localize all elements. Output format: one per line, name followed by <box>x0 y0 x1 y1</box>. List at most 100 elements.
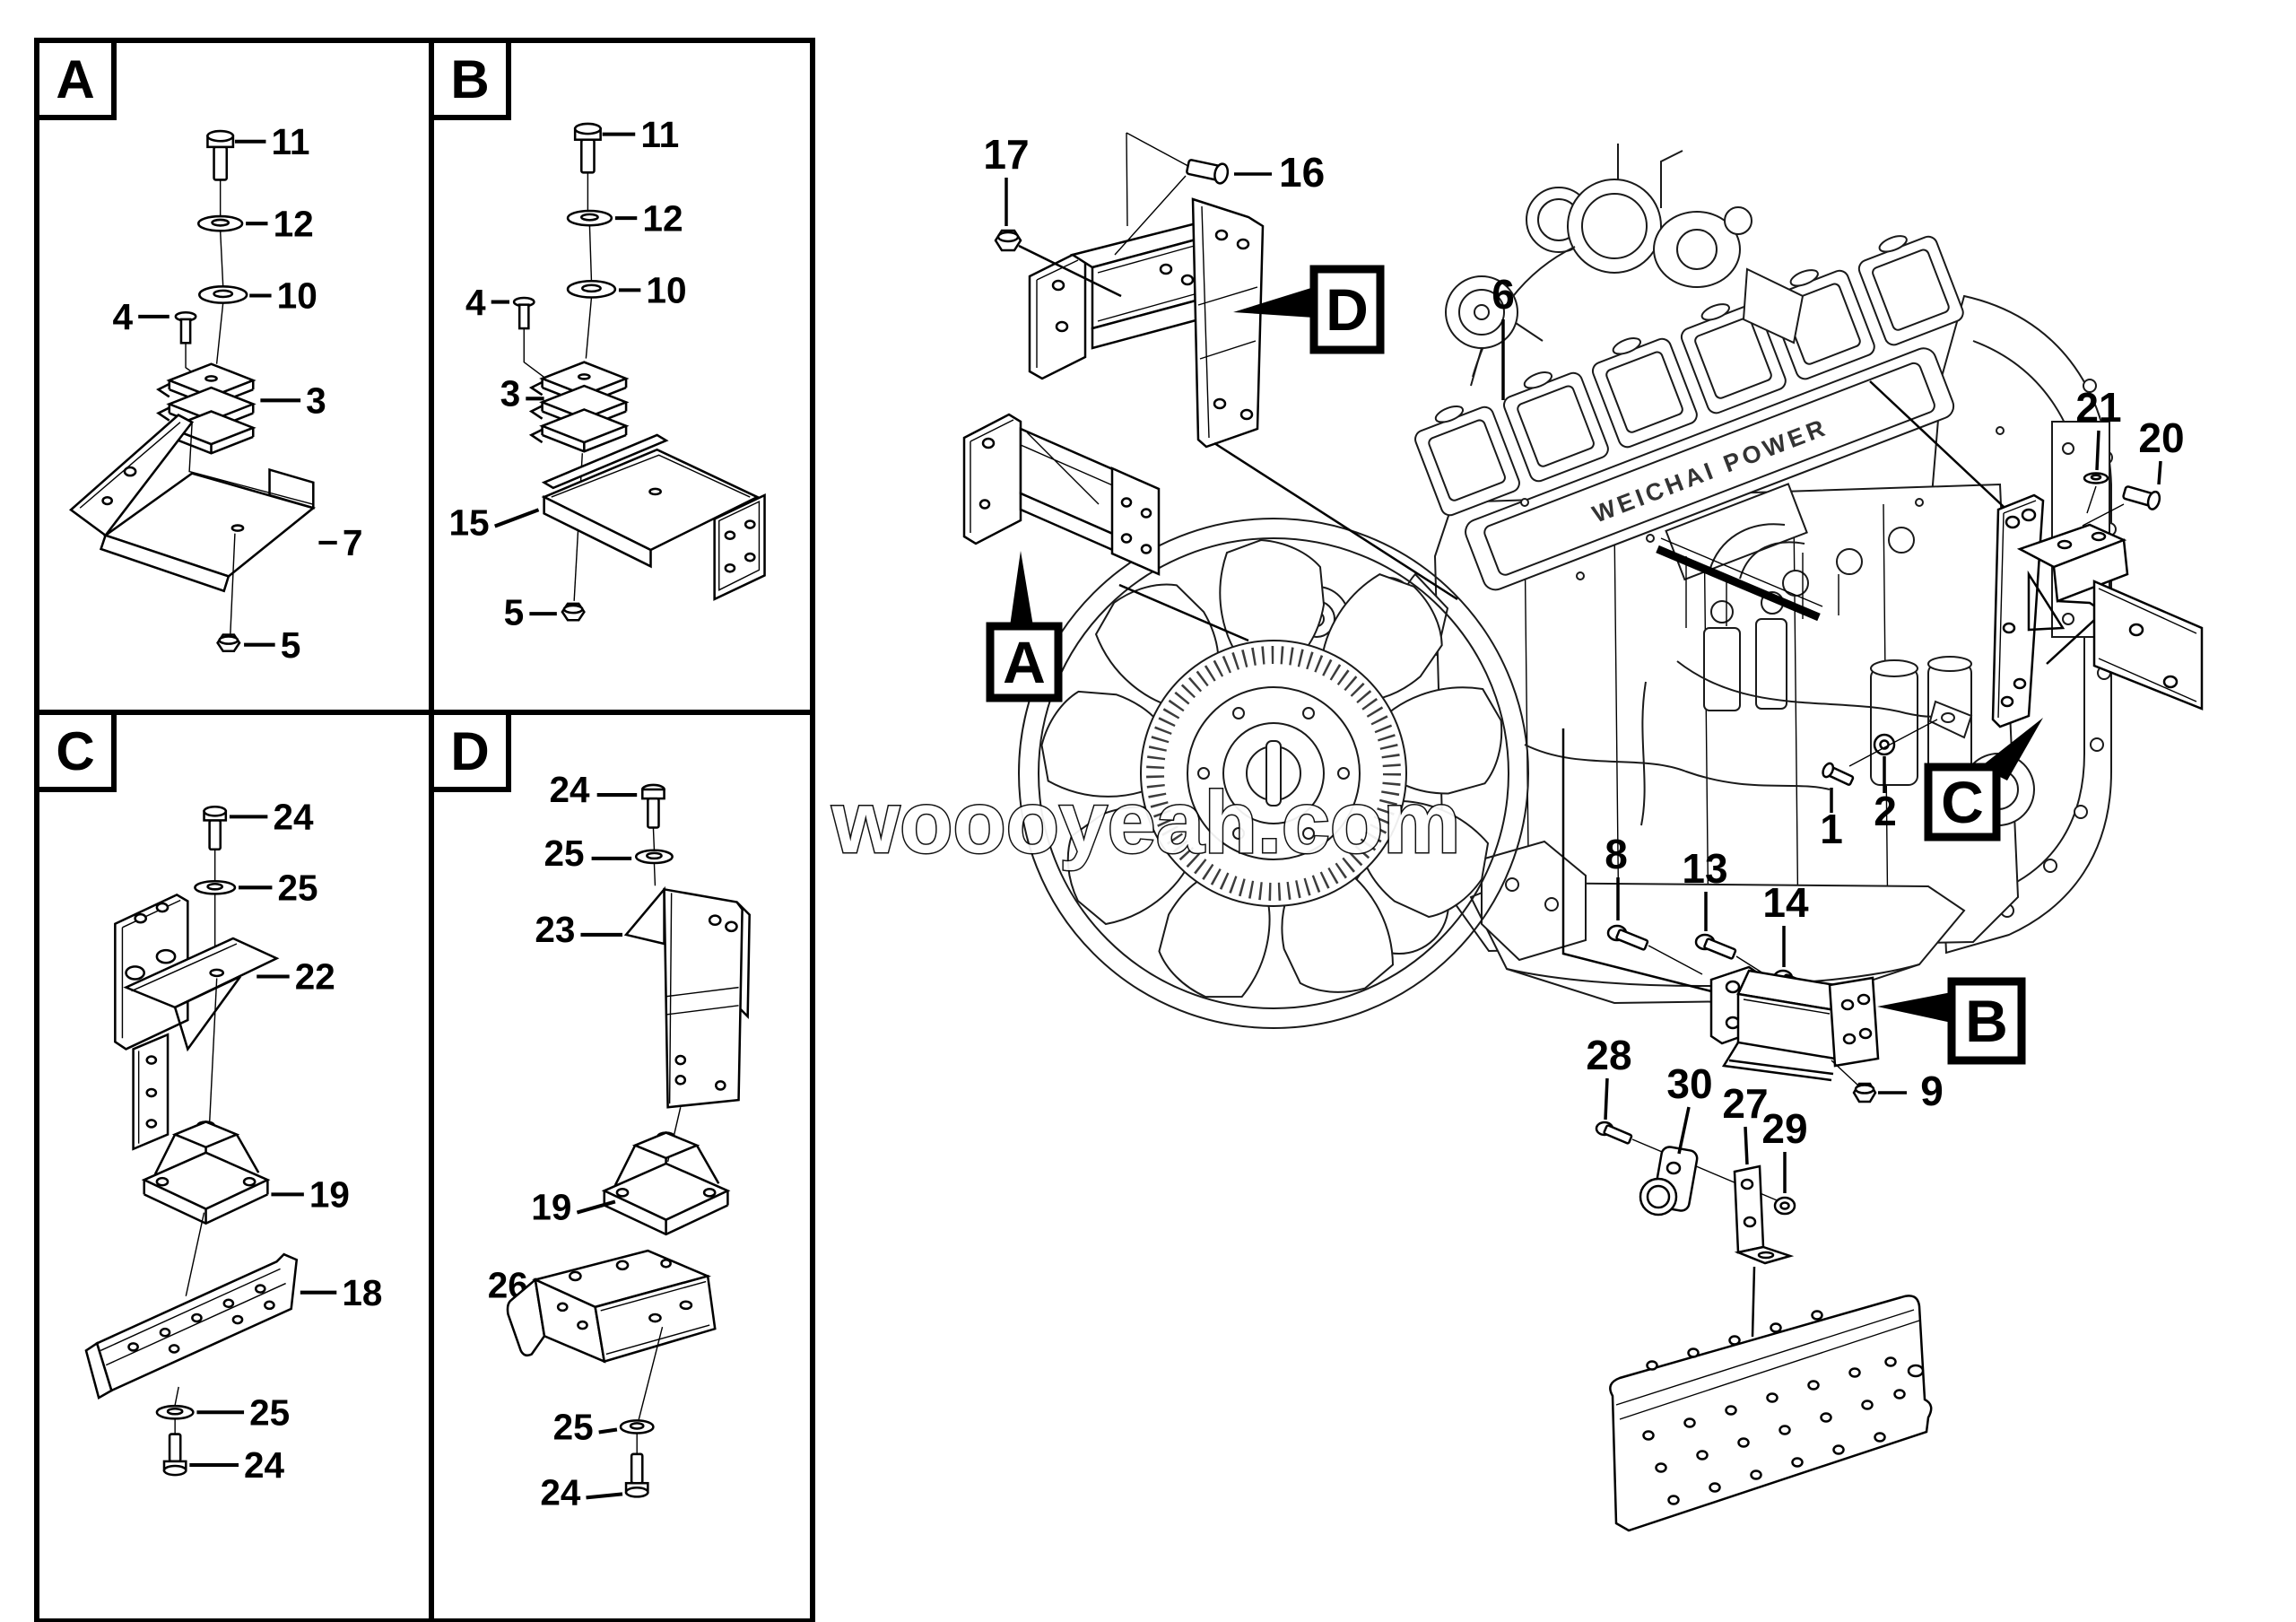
bracket-26-drawing <box>506 1249 717 1364</box>
watermark-text: woooyeah.com <box>831 773 1461 871</box>
part-label: 3 <box>500 372 521 414</box>
bracket-22-drawing <box>114 893 280 1151</box>
part-label: 24 <box>244 1444 285 1486</box>
washer-25-drawing <box>634 849 674 865</box>
bracket-7-drawing <box>68 414 317 593</box>
part-label: 30 <box>1666 1060 1712 1107</box>
detail-panel-a: A 11 12 4 <box>34 38 445 726</box>
perforated-plate-drawing <box>1609 1295 1933 1532</box>
panel-b-letter: B <box>450 48 490 109</box>
rubber-mount-19-drawing <box>601 1131 731 1236</box>
panel-c-letter-box: C <box>34 710 117 792</box>
part-label: 9 <box>1920 1068 1944 1114</box>
detail-panel-c: C 24 25 <box>34 710 445 1622</box>
part-label: 14 <box>1762 879 1809 926</box>
rubber-mount-3-drawing <box>156 362 257 455</box>
part-label: 8 <box>1605 831 1628 877</box>
nut-5-drawing <box>561 602 586 622</box>
rubber-mount-19-drawing <box>141 1121 271 1225</box>
bracket-a-assembly-drawing <box>962 413 1249 642</box>
part-label: 4 <box>113 296 134 337</box>
part-label: 24 <box>540 1471 581 1513</box>
part-label: 21 <box>2075 384 2121 431</box>
panel-b-letter-box: B <box>429 38 511 120</box>
part-label: 24 <box>550 769 591 810</box>
panel-c-letter: C <box>56 720 95 781</box>
bolt-24-lower-drawing <box>162 1433 187 1477</box>
callout-d: D <box>1233 265 1385 354</box>
washer-21-drawing <box>2083 472 2109 484</box>
part-label: 10 <box>277 275 317 317</box>
part-label: 17 <box>983 131 1029 178</box>
bracket-b-assembly-drawing <box>1561 728 1880 1103</box>
bolt-24-drawing <box>203 805 228 881</box>
part-label: 16 <box>1279 149 1325 196</box>
panel-d-drawing: 24 25 23 <box>488 769 751 1513</box>
washer-12-drawing <box>197 214 244 232</box>
bolt-8-drawing <box>1606 924 1649 951</box>
rubber-mount-3-drawing <box>528 361 630 453</box>
part-label: 5 <box>281 624 301 666</box>
washer-25-drawing <box>194 879 237 895</box>
part-label: 20 <box>2138 414 2184 461</box>
part-label: 18 <box>342 1272 382 1313</box>
callout-b-letter: B <box>1965 988 2008 1054</box>
bolt-4-drawing <box>512 296 547 379</box>
part-label: 19 <box>531 1187 571 1228</box>
panel-a-letter-box: A <box>34 38 117 120</box>
callout-c: C <box>1924 718 2043 842</box>
nut-5-drawing <box>216 633 241 653</box>
part-label: 5 <box>504 591 525 632</box>
part-label: 19 <box>309 1174 350 1216</box>
panel-a-drawing: 11 12 4 10 <box>68 121 363 666</box>
callout-c-letter: C <box>1941 769 1984 835</box>
part-label: 25 <box>278 867 318 908</box>
bracket-c-assembly-drawing <box>1869 380 2204 728</box>
detail-panel-d: D 24 25 23 <box>429 710 815 1622</box>
washer-25-lower-drawing <box>619 1419 655 1435</box>
heat-shield-group-drawing <box>1595 1121 1933 1532</box>
washer-29-drawing <box>1773 1196 1796 1216</box>
part-label: 28 <box>1586 1032 1631 1078</box>
part-label: 11 <box>272 121 310 162</box>
callout-b: B <box>1877 977 2026 1065</box>
part-label: 24 <box>273 797 314 838</box>
part-label: 7 <box>343 522 363 563</box>
bolt-13-drawing <box>1694 933 1737 960</box>
bracket-d-assembly-drawing <box>994 132 1458 601</box>
main-illustration: WEICHAI POWER <box>830 131 2204 1532</box>
bolt-1-drawing <box>1822 762 1855 786</box>
bolt-11-drawing <box>573 122 602 211</box>
bracket-18-drawing <box>84 1252 299 1400</box>
part-label: 12 <box>274 203 314 244</box>
bolt-11-drawing <box>206 129 235 231</box>
part-label: 25 <box>544 833 584 874</box>
bolt-28-drawing <box>1595 1121 1633 1145</box>
part-label: 4 <box>465 282 486 323</box>
bolt-20-drawing <box>2122 485 2161 510</box>
panel-c-drawing: 24 25 <box>84 797 382 1486</box>
detail-panel-b: B 11 12 4 <box>429 38 815 726</box>
washer-12-drawing <box>566 209 613 227</box>
bracket-15-drawing <box>541 433 766 601</box>
washer-25-lower-drawing <box>155 1404 195 1420</box>
bracket-23-drawing <box>623 885 751 1109</box>
bracket-27-drawing <box>1733 1164 1795 1265</box>
bolt-24-drawing <box>641 783 665 850</box>
engine-drawing: WEICHAI POWER <box>1349 144 2117 1005</box>
part-label: 6 <box>1492 271 1515 318</box>
part-label: 27 <box>1722 1080 1768 1127</box>
part-label: 3 <box>306 380 326 422</box>
part-label: 25 <box>249 1391 290 1433</box>
cooling-fan-drawing <box>1018 518 1529 1029</box>
panel-d-letter: D <box>450 720 490 781</box>
part-label: 22 <box>295 956 335 998</box>
panel-b-drawing: 11 12 4 10 <box>448 114 766 632</box>
part-label: 23 <box>535 909 575 950</box>
bolt-24-lower-drawing <box>624 1452 649 1498</box>
bolt-16-drawing <box>1186 159 1230 185</box>
part-label: 25 <box>553 1407 594 1448</box>
part-label: 15 <box>448 502 489 544</box>
callout-a: A <box>986 551 1063 702</box>
